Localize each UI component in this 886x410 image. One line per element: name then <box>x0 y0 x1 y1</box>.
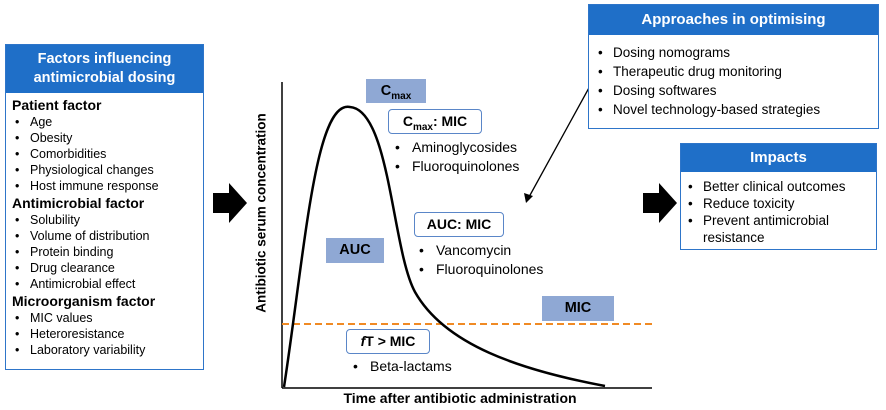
ft-mic-drug-list: Beta-lactams <box>348 357 452 376</box>
list-item: Drug clearance <box>12 260 203 276</box>
ft-rest: T > MIC <box>365 333 416 349</box>
cmax-mic-drug-list: Aminoglycosides Fluoroquinolones <box>390 138 519 176</box>
group-title: Antimicrobial factor <box>12 195 145 211</box>
list-item: Solubility <box>12 212 203 228</box>
concentration-curve <box>282 105 606 388</box>
list-item: Better clinical outcomes <box>685 178 876 195</box>
y-axis-label: Antibiotic serum concentration <box>253 113 269 313</box>
impacts-title: Impacts <box>681 144 876 172</box>
cmax-main: C <box>380 83 392 99</box>
x-axis-label: Time after antibiotic administration <box>343 390 577 406</box>
list-item: Aminoglycosides <box>390 138 519 157</box>
auc-mic-label: AUC: MIC <box>414 212 504 237</box>
group-title: Patient factor <box>12 97 102 113</box>
list-item: Heteroresistance <box>12 326 203 342</box>
list-item: Novel technology-based strategies <box>595 100 878 119</box>
ft-italic: f <box>360 333 366 349</box>
flow-arrow-right-icon <box>213 183 247 223</box>
antimicrobial-factor-group: Antimicrobial factor Solubility Volume o… <box>12 194 203 292</box>
microorganism-factor-group: Microorganism factor MIC values Heterore… <box>12 292 203 358</box>
cmax-mic-label: Cmax: MIC <box>388 109 482 134</box>
group-title: Microorganism factor <box>12 293 156 309</box>
pointer-arrow-line <box>528 85 591 198</box>
list-item: Vancomycin <box>414 241 543 260</box>
approaches-title: Approaches in optimising <box>589 5 878 35</box>
auc-label: AUC <box>326 238 384 263</box>
impacts-panel: Impacts Better clinical outcomes Reduce … <box>680 143 877 250</box>
list-item: Fluoroquinolones <box>390 157 519 176</box>
list-item: Prevent antimicrobial resistance <box>685 212 876 246</box>
cmax-mic-main: C <box>402 113 413 129</box>
auc-mic-drug-list: Vancomycin Fluoroquinolones <box>414 241 543 279</box>
cmax-mic-rest: : MIC <box>432 113 468 129</box>
list-item: Beta-lactams <box>348 357 452 376</box>
list-item: Dosing nomograms <box>595 43 878 62</box>
list-item: Protein binding <box>12 244 203 260</box>
list-item: Obesity <box>12 130 203 146</box>
list-item: Comorbidities <box>12 146 203 162</box>
list-item: Age <box>12 114 203 130</box>
list-item: Antimicrobial effect <box>12 276 203 292</box>
list-item: Fluoroquinolones <box>414 260 543 279</box>
factors-panel: Factors influencing antimicrobial dosing… <box>5 44 204 370</box>
list-item: Physiological changes <box>12 162 203 178</box>
patient-factor-group: Patient factor Age Obesity Comorbidities… <box>12 96 203 194</box>
cmax-mic-sub: max <box>412 121 433 133</box>
flow-arrow-right-icon <box>643 183 677 223</box>
ft-mic-label: fT > MIC <box>346 329 430 354</box>
list-item: Therapeutic drug monitoring <box>595 62 878 81</box>
list-item: Volume of distribution <box>12 228 203 244</box>
mic-label: MIC <box>542 296 614 321</box>
list-item: Dosing softwares <box>595 81 878 100</box>
approaches-panel: Approaches in optimising Dosing nomogram… <box>588 4 879 129</box>
cmax-label: Cmax <box>366 79 426 103</box>
cmax-sub: max <box>391 90 412 102</box>
list-item: Host immune response <box>12 178 203 194</box>
list-item: Reduce toxicity <box>685 195 876 212</box>
factors-title: Factors influencing antimicrobial dosing <box>6 45 203 93</box>
pointer-arrow-head <box>524 193 533 203</box>
list-item: Laboratory variability <box>12 342 203 358</box>
list-item: MIC values <box>12 310 203 326</box>
